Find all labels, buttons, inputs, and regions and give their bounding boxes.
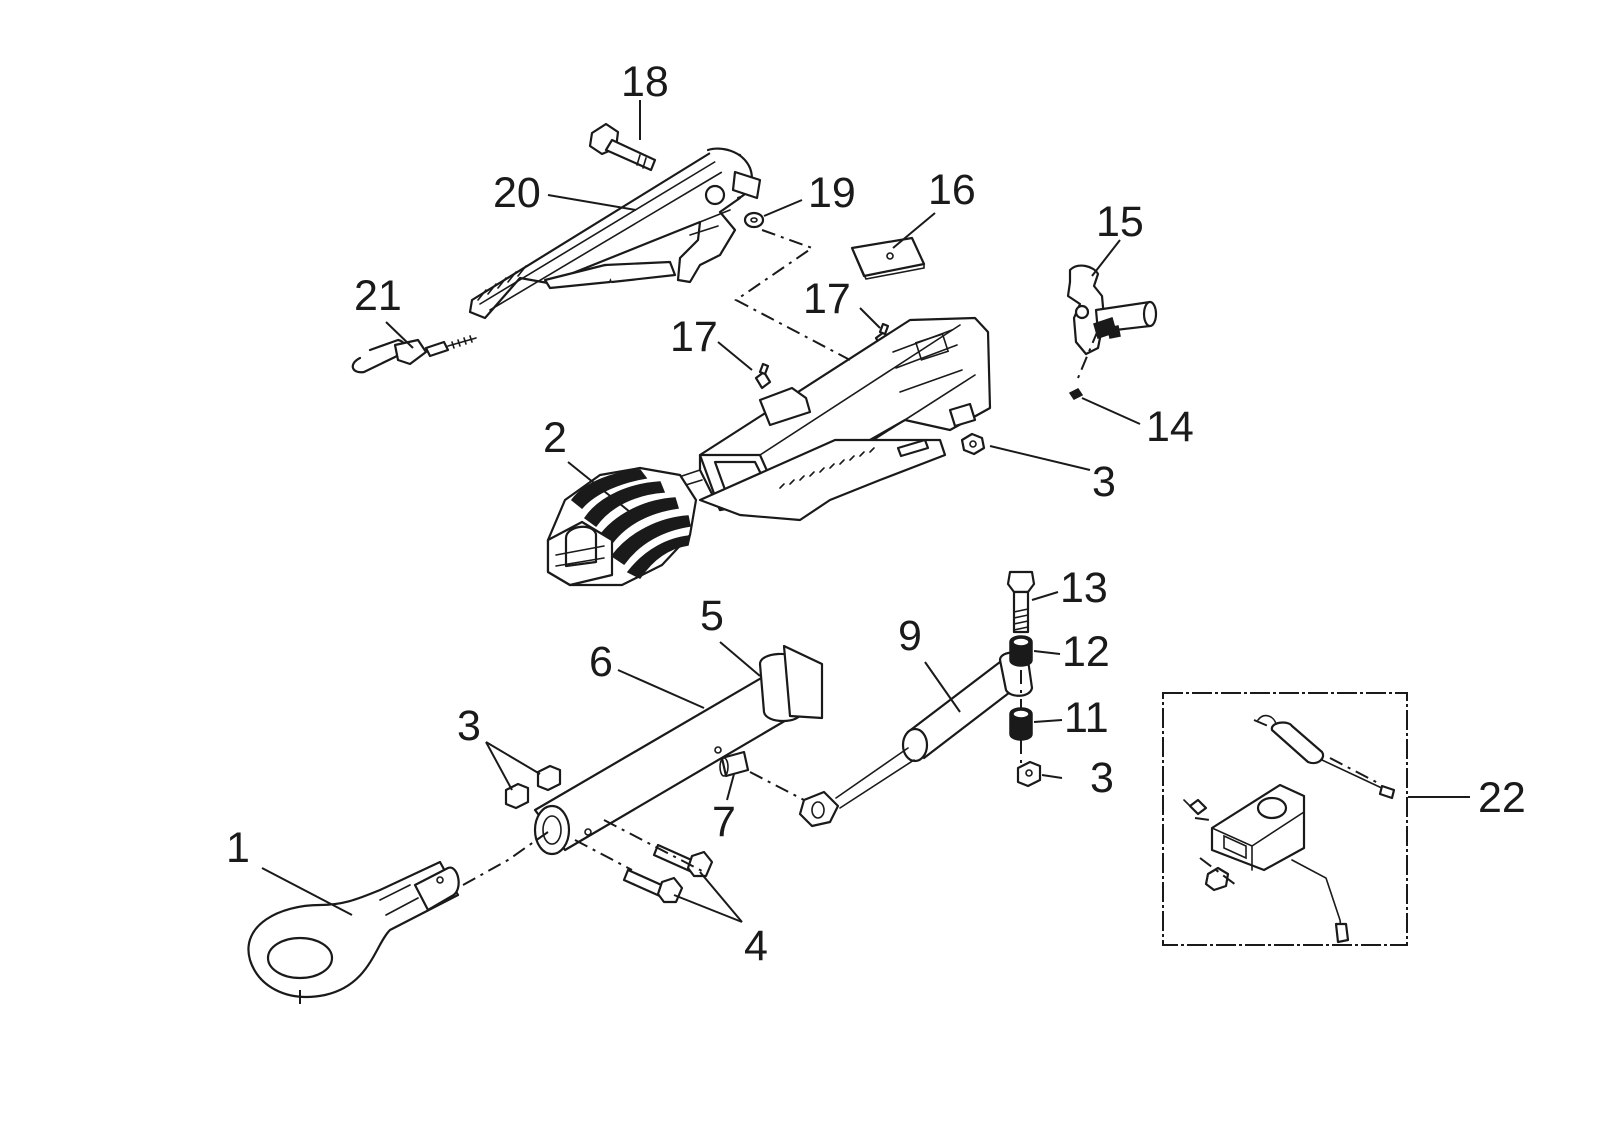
part-washer-19	[743, 211, 765, 229]
part-nut-3-upper	[960, 432, 986, 456]
callout-9: 9	[898, 612, 922, 660]
part-nut-3-left-b	[504, 782, 530, 810]
callout-1: 1	[226, 824, 250, 872]
part-grease-nipple-17a	[754, 362, 772, 390]
callout-14: 14	[1146, 403, 1194, 451]
part-pad-16	[850, 236, 926, 280]
callout-17-right: 17	[803, 275, 851, 323]
part-breakaway-cable-21	[351, 335, 477, 374]
callout-11: 11	[1064, 694, 1109, 742]
callout-7: 7	[712, 798, 736, 846]
callout-5: 5	[700, 592, 724, 640]
callout-20: 20	[493, 169, 541, 217]
callout-2: 2	[543, 414, 567, 462]
leader-lines	[261, 100, 1470, 923]
callout-21: 21	[354, 272, 402, 320]
callout-12: 12	[1062, 628, 1110, 676]
part-latch-15	[1066, 264, 1158, 356]
callout-3-right: 3	[1090, 754, 1114, 802]
part-bolt-18	[588, 122, 657, 172]
callout-6: 6	[589, 638, 613, 686]
part-flange-5	[758, 644, 824, 723]
callout-19: 19	[808, 169, 856, 217]
callout-3-left: 3	[457, 702, 481, 750]
part-bushing-7	[719, 750, 750, 778]
callout-17-left: 17	[670, 313, 718, 361]
part-bellows-2	[546, 466, 698, 587]
assembly-centerlines	[299, 229, 1381, 1010]
callout-18: 18	[621, 58, 669, 106]
callout-3-upper: 3	[1092, 458, 1116, 506]
part-pin-14	[1068, 388, 1084, 400]
part-bolt-4-b	[622, 868, 684, 904]
part-nut-3-right	[1016, 760, 1042, 788]
part-nut-3-left-a	[536, 764, 562, 792]
part-handbrake-lever-20	[468, 147, 762, 320]
callout-22: 22	[1478, 774, 1526, 822]
callout-labels: 18 20 19 16 15 21 17 17 2 14 3 13 5 9 6 …	[226, 58, 1526, 970]
part-bushing-12	[1009, 635, 1033, 667]
callout-13: 13	[1060, 564, 1108, 612]
part-shock-absorber-9	[798, 651, 1034, 828]
callout-4: 4	[744, 922, 768, 970]
part-towing-eye-1	[247, 860, 460, 998]
callout-15: 15	[1096, 198, 1144, 246]
part-drawbar-tube-6	[533, 668, 802, 856]
callout-16: 16	[928, 166, 976, 214]
part-coupling-housing	[675, 316, 992, 522]
part-bolt-13	[1006, 570, 1036, 634]
part-clamp-assembly-22	[1162, 692, 1408, 946]
part-bushing-11	[1009, 707, 1033, 741]
